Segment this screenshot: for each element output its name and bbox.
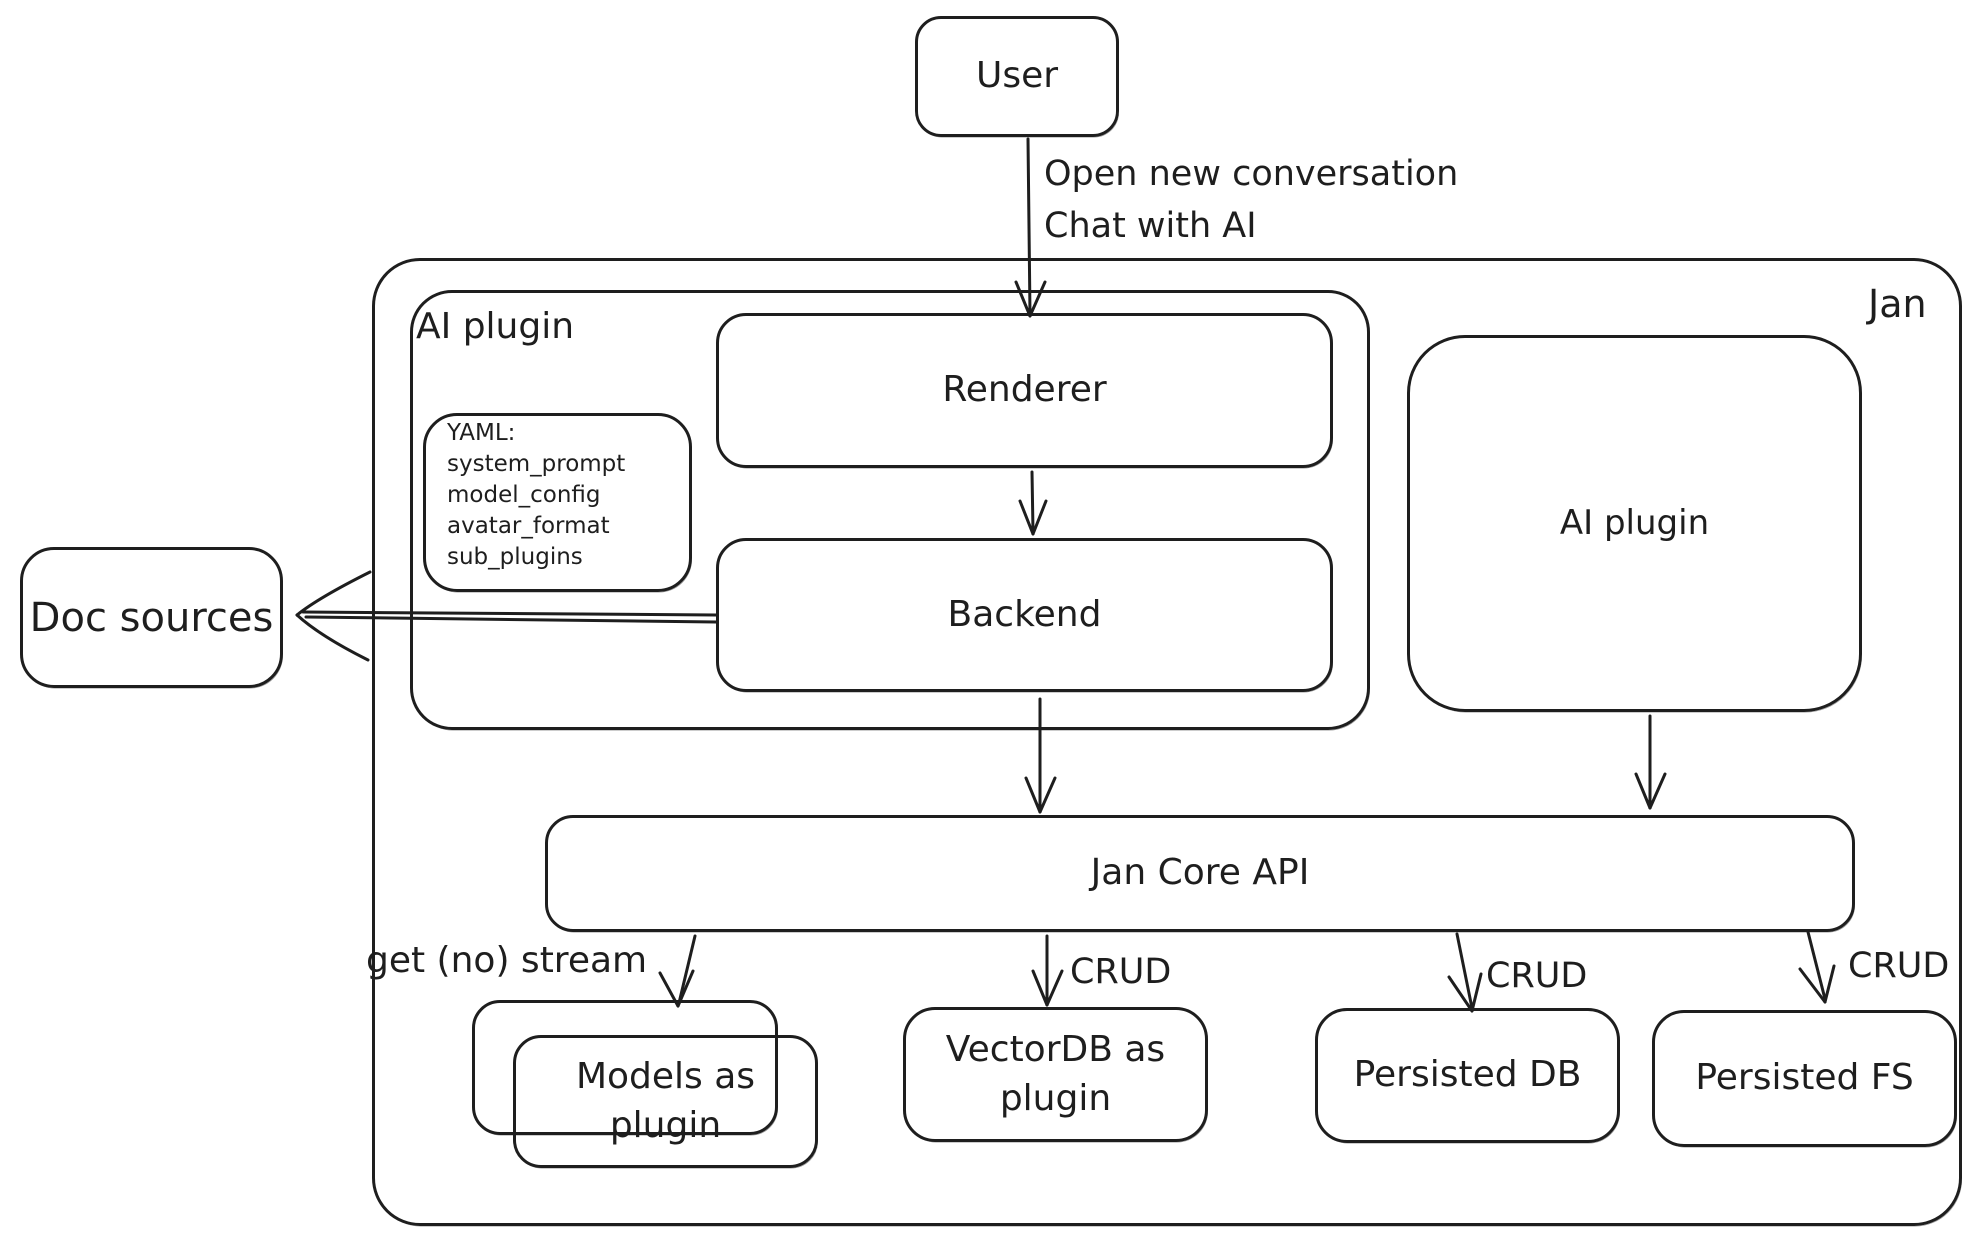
backend-node: Backend	[716, 538, 1333, 692]
edge-label-crud-persisted-fs: CRUD	[1848, 946, 1950, 986]
persisted-db-node-label: Persisted DB	[1353, 1054, 1582, 1096]
doc-sources-node-label: Doc sources	[29, 594, 274, 641]
yaml-line: avatar_format	[447, 513, 610, 539]
yaml-line: sub_plugins	[447, 544, 583, 570]
doc-sources-node: Doc sources	[20, 547, 283, 688]
edge-label-open-new-conversation: Open new conversation	[1044, 154, 1459, 194]
persisted-fs-node-label: Persisted FS	[1695, 1057, 1914, 1099]
vectordb-label-line2: plugin	[999, 1077, 1112, 1119]
edge-label-crud-persisted-db: CRUD	[1486, 956, 1588, 996]
yaml-line: system_prompt	[447, 451, 626, 477]
yaml-line: model_config	[447, 482, 601, 508]
edge-label-get-no-stream: get (no) stream	[366, 940, 648, 981]
jan-core-api-node-label: Jan Core API	[1090, 852, 1310, 894]
jan-container-box	[372, 258, 1962, 1226]
yaml-line: YAML:	[447, 420, 516, 446]
yaml-note-box	[423, 413, 692, 592]
renderer-node-label: Renderer	[942, 369, 1107, 411]
ai-plugin-group-label: AI plugin	[416, 306, 575, 347]
models-as-plugin-label-line1: Models as	[575, 1055, 756, 1097]
persisted-fs-node: Persisted FS	[1652, 1010, 1957, 1147]
ai-plugin-group-box	[410, 290, 1370, 730]
renderer-node: Renderer	[716, 313, 1333, 468]
user-node: User	[915, 16, 1119, 137]
models-as-plugin-outer-box	[472, 1000, 778, 1135]
models-as-plugin-node: Models as plugin	[513, 1035, 818, 1168]
jan-group-label: Jan	[1868, 282, 1927, 326]
ai-plugin-node: AI plugin	[1407, 335, 1862, 712]
ai-plugin-node-label: AI plugin	[1559, 502, 1710, 543]
yaml-note-text: YAML: system_prompt model_config avatar_…	[447, 418, 625, 573]
vectordb-node: VectorDB as plugin	[903, 1007, 1208, 1142]
models-as-plugin-label-line2: plugin	[609, 1104, 722, 1146]
vectordb-label-line1: VectorDB as	[945, 1028, 1166, 1070]
edge-label-crud-vectordb: CRUD	[1070, 952, 1172, 992]
edge-label-chat-with-ai: Chat with AI	[1044, 206, 1257, 246]
jan-core-api-node: Jan Core API	[545, 815, 1855, 932]
persisted-db-node: Persisted DB	[1315, 1008, 1620, 1143]
backend-node-label: Backend	[947, 593, 1102, 635]
user-node-label: User	[975, 55, 1059, 97]
